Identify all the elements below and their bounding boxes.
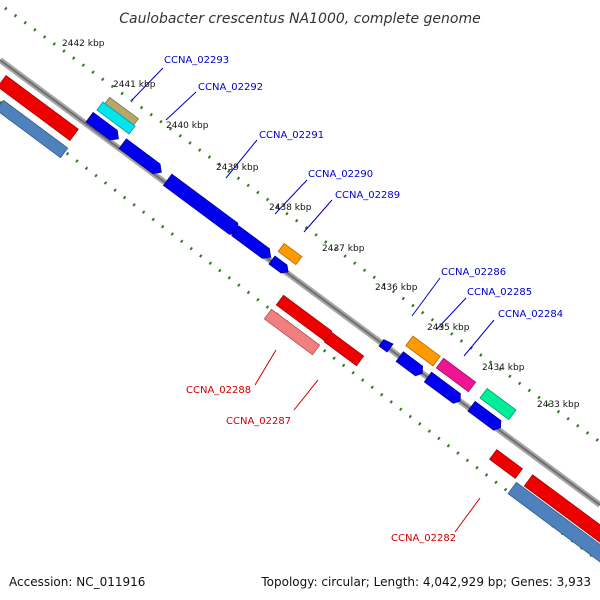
gene-arrow-blue-1 <box>85 111 119 141</box>
gene-arrow-red-4 <box>523 474 600 544</box>
kbp-label: 2437 kbp <box>322 244 365 254</box>
gene-label: CCNA_02291 <box>259 130 324 141</box>
kbp-label: 2440 kbp <box>166 121 209 131</box>
gene-label: CCNA_02282 <box>391 533 456 544</box>
kbp-label: 2439 kbp <box>216 163 259 173</box>
gene-arrow-blue-6 <box>395 351 424 377</box>
kbp-label: 2441 kbp <box>113 80 156 90</box>
gene-label: CCNA_02284 <box>498 309 563 320</box>
gene-arrows <box>0 74 600 563</box>
gene-label: CCNA_02288 <box>186 385 251 396</box>
gene-label: CCNA_02290 <box>308 169 373 180</box>
gene-arrow-blue-5 <box>268 255 289 274</box>
gene-arrow-blue-8 <box>467 400 502 431</box>
gene-label: CCNA_02292 <box>198 82 263 93</box>
gene-arrow-cyan <box>96 101 136 135</box>
gene-arrow-salmon <box>263 308 321 356</box>
gene-arrow-red-2 <box>323 331 365 367</box>
accession-text: Accession: NC_011916 <box>9 575 145 589</box>
gene-arrow-blue-4 <box>231 225 272 259</box>
genome-backbone <box>0 57 600 508</box>
gene-arrow-outer-left-red <box>0 74 79 142</box>
gene-label: CCNA_02286 <box>441 267 506 278</box>
gene-arrow-green <box>479 387 517 421</box>
gene-label: CCNA_02287 <box>226 416 291 427</box>
gene-arrow-orange-1 <box>277 242 303 266</box>
kbp-label: 2433 kbp <box>537 400 580 410</box>
gene-arrow-pink <box>435 357 477 393</box>
kbp-label: 2434 kbp <box>482 363 525 373</box>
gene-label: CCNA_02285 <box>467 287 532 298</box>
label-leader-lines <box>131 67 495 533</box>
kbp-label: 2438 kbp <box>269 203 312 213</box>
gene-arrow-orange-2 <box>405 335 441 367</box>
gene-arrow-outer-left-steel <box>0 99 69 159</box>
genome-summary-text: Topology: circular; Length: 4,042,929 bp… <box>260 575 591 589</box>
outer-tick-track <box>4 6 600 444</box>
kbp-label: 2435 kbp <box>427 323 470 333</box>
gene-arrow-blue-2 <box>118 138 162 174</box>
kbp-label: 2436 kbp <box>375 283 418 293</box>
gene-name-labels: CCNA_02293 CCNA_02292 CCNA_02291 CCNA_02… <box>164 55 563 544</box>
gene-arrow-red-1 <box>275 294 333 342</box>
gene-label: CCNA_02289 <box>335 190 400 201</box>
kbp-labels: 2442 kbp 2441 kbp 2440 kbp 2439 kbp 2438… <box>62 39 580 410</box>
gene-arrow-blue-3 <box>162 173 239 235</box>
gene-arrow-blue-small <box>378 339 394 353</box>
map-title: Caulobacter crescentus NA1000, complete … <box>119 11 480 27</box>
gene-label: CCNA_02293 <box>164 55 229 66</box>
gene-arrow-blue-7 <box>423 371 461 404</box>
gene-arrow-red-3 <box>489 449 523 479</box>
kbp-label: 2442 kbp <box>62 39 105 49</box>
